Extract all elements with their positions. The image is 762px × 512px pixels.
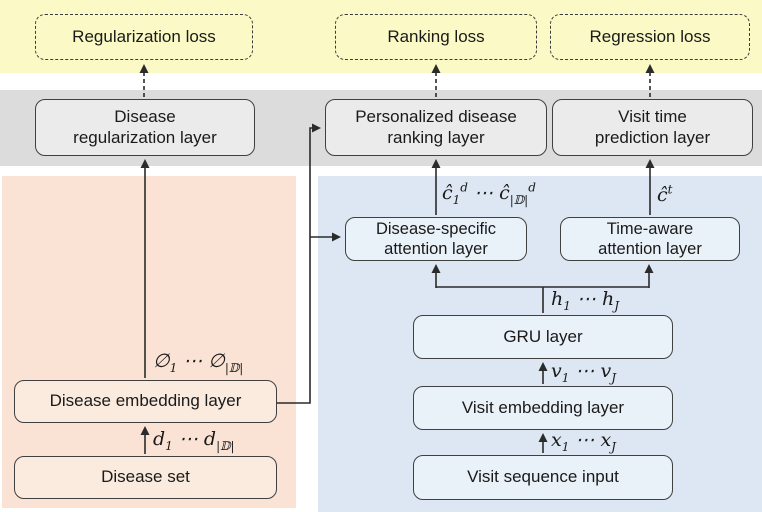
c-hat-d-sequence-label: ĉ1d ⋯ ĉ|𝔻|d	[442, 180, 536, 207]
visit-embedding-layer-box: Visit embedding layer	[413, 386, 673, 430]
personalized-disease-ranking-layer-box: Personalized disease ranking layer	[325, 99, 547, 156]
disease-specific-attention-layer-box: Disease-specific attention layer	[345, 217, 527, 261]
loss-band	[0, 0, 762, 73]
x-sequence-label: x1 ⋯ xJ	[551, 429, 616, 454]
time-aware-attention-layer-box: Time-aware attention layer	[560, 217, 740, 261]
disease-regularization-layer-box: Disease regularization layer	[35, 99, 255, 156]
disease-embedding-layer-box: Disease embedding layer	[14, 380, 277, 423]
regression-loss-box: Regression loss	[550, 14, 750, 60]
c-hat-t-label: ĉt	[657, 182, 673, 206]
d-sequence-label: d1 ⋯ d|𝔻|	[153, 428, 235, 453]
disease-set-box: Disease set	[14, 456, 277, 499]
h-sequence-label: h1 ⋯ hJ	[551, 288, 620, 313]
gru-layer-box: GRU layer	[413, 315, 673, 359]
regularization-loss-box: Regularization loss	[35, 14, 253, 60]
phi-sequence-label: ∅1 ⋯ ∅|𝔻|	[153, 350, 244, 375]
ranking-loss-box: Ranking loss	[335, 14, 537, 60]
visit-sequence-input-box: Visit sequence input	[413, 455, 673, 500]
v-sequence-label: v1 ⋯ vJ	[551, 360, 617, 385]
visit-time-prediction-layer-box: Visit time prediction layer	[552, 99, 753, 156]
disease-branch-region	[2, 176, 296, 508]
